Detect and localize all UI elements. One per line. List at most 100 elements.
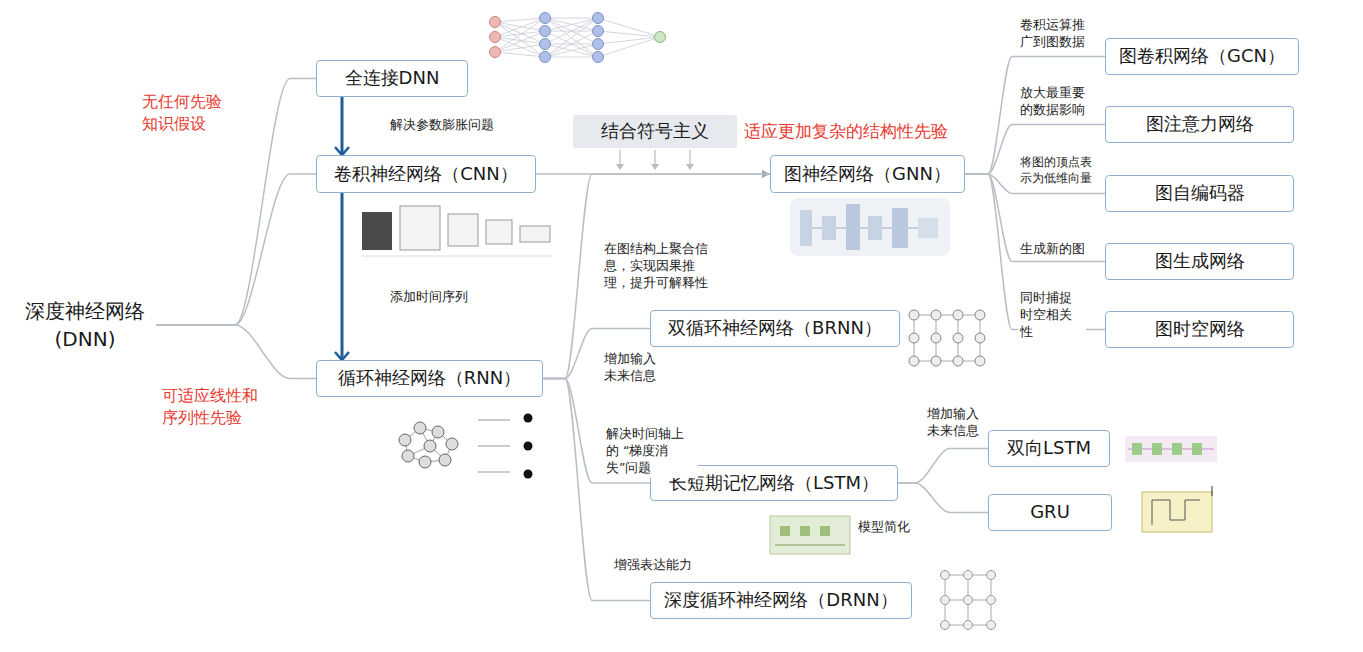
model-box: 深度循环神经网络（DRNN） [650, 582, 912, 619]
edge-label: 增加输入 未来信息 [602, 350, 659, 386]
gnn-layer [892, 208, 908, 248]
dnn-neuron [593, 26, 604, 37]
branch-line [543, 174, 770, 379]
flow-arrow [341, 97, 344, 155]
model-box: 循环神经网络（RNN） [316, 360, 543, 397]
lstm-thumbnail [770, 516, 850, 554]
edge-label: 放大最重要 的数据影响 [1018, 84, 1087, 120]
rnn-unit [446, 438, 458, 450]
brnn-unit [909, 356, 919, 366]
dnn-thumbnail [490, 13, 666, 63]
model-box: 卷积神经网络（CNN） [316, 155, 536, 193]
edge-label: 同时捕捉 时空相关性 [1018, 289, 1086, 342]
flow-arrow [341, 193, 344, 360]
node-text: 图生成网络 [1155, 250, 1245, 273]
model-box: GRU [988, 494, 1112, 531]
node-text: 图自编码器 [1155, 182, 1245, 205]
brnn-links [914, 315, 980, 361]
dnn-neuron [540, 52, 551, 63]
drnn-thumbnail [941, 571, 996, 630]
root-topic: 深度神经网络 (DNN) [14, 292, 156, 358]
model-box: 双循环神经网络（BRNN） [650, 310, 900, 347]
node-text: 循环神经网络（RNN） [338, 367, 521, 390]
node-text: GRU [1030, 501, 1070, 524]
gnn-panel [790, 198, 950, 256]
branch-line [898, 483, 988, 513]
small-arrow-head [651, 164, 659, 170]
rnn-unit [399, 434, 411, 446]
branch-line [156, 325, 316, 379]
gnn-layer [868, 216, 882, 240]
drnn-unit [987, 621, 996, 630]
cnn-feature-map [520, 226, 550, 242]
small-arrow-head [686, 164, 694, 170]
brnn-unit [931, 310, 941, 320]
edge-label: 将图的顶点表 示为低维向量 [1018, 153, 1096, 187]
gnn-thumbnail [790, 198, 950, 256]
bilstm-thumbnail [1125, 436, 1217, 462]
node-text: 深度循环神经网络（DRNN） [664, 589, 897, 612]
bilstm-cell [1132, 443, 1142, 455]
lstm-gate [780, 526, 790, 536]
gru-output [1212, 486, 1213, 496]
model-box: 双向LSTM [988, 430, 1110, 467]
gnn-layer [822, 216, 836, 240]
node-text: 图卷积网络（GCN） [1119, 45, 1285, 68]
edge-label: 增加输入 未来信息 [925, 405, 982, 441]
drnn-unit [964, 596, 973, 605]
cnn-thumbnail [362, 206, 552, 256]
rnn-dot [524, 442, 533, 451]
cnn-baseline [362, 256, 552, 257]
bilstm-cell [1172, 443, 1182, 455]
model-box: 图卷积网络（GCN） [1105, 38, 1299, 75]
small-down-arrow [620, 150, 690, 165]
rnn-unit [424, 440, 436, 452]
rnn-unit [439, 454, 451, 466]
brnn-unit [953, 356, 963, 366]
node-text: 深度神经网络 (DNN) [15, 297, 155, 353]
drnn-links [945, 575, 991, 625]
edge-label: 解决时间轴上的 “梯度消失”问题 [604, 425, 698, 478]
model-box: 图神经网络（GNN） [770, 155, 965, 193]
annotation-label: 适应更加复杂的结构性先验 [742, 120, 950, 143]
edge-label: 模型简化 [856, 518, 912, 537]
brnn-unit [975, 310, 985, 320]
rnn-dot [524, 470, 533, 479]
rnn-unit [432, 426, 444, 438]
model-box: 图自编码器 [1105, 175, 1294, 212]
dnn-neuron [540, 26, 551, 37]
node-text: 图注意力网络 [1146, 113, 1254, 136]
drnn-unit [941, 596, 950, 605]
rnn-dot [524, 414, 533, 423]
edge-label: 解决参数膨胀问题 [388, 115, 496, 135]
dnn-neuron [490, 32, 501, 43]
dnn-neuron [490, 47, 501, 58]
brnn-unit [909, 333, 919, 343]
bilstm-panel [1125, 436, 1217, 462]
brnn-unit [953, 333, 963, 343]
dnn-neuron [593, 52, 604, 63]
dnn-neuron [593, 39, 604, 50]
edge-label: 增强表达能力 [612, 556, 694, 575]
rnn-thumbnail [399, 414, 533, 479]
brnn-unit [953, 310, 963, 320]
edge-label: 卷积运算推 广到图数据 [1018, 16, 1087, 52]
dnn-links [495, 18, 660, 57]
model-box: 图生成网络 [1105, 243, 1294, 280]
brnn-unit [931, 333, 941, 343]
model-box: 图时空网络 [1105, 311, 1294, 348]
symbolism-arrows [616, 150, 694, 170]
dnn-neuron [593, 13, 604, 24]
lstm-state-line [775, 545, 845, 546]
drnn-unit [941, 571, 950, 580]
bilstm-cell [1192, 443, 1202, 455]
edge-label: 可适应线性和 序列性先验 [160, 384, 263, 429]
lstm-gate [820, 526, 830, 536]
cnn-feature-map [486, 220, 512, 244]
edge-label: 无任何先验 知识假设 [140, 90, 227, 135]
node-text: 长短期记忆网络（LSTM） [669, 472, 879, 495]
brnn-unit [975, 356, 985, 366]
edge-label: 添加时间序列 [388, 287, 470, 307]
drnn-unit [964, 571, 973, 580]
